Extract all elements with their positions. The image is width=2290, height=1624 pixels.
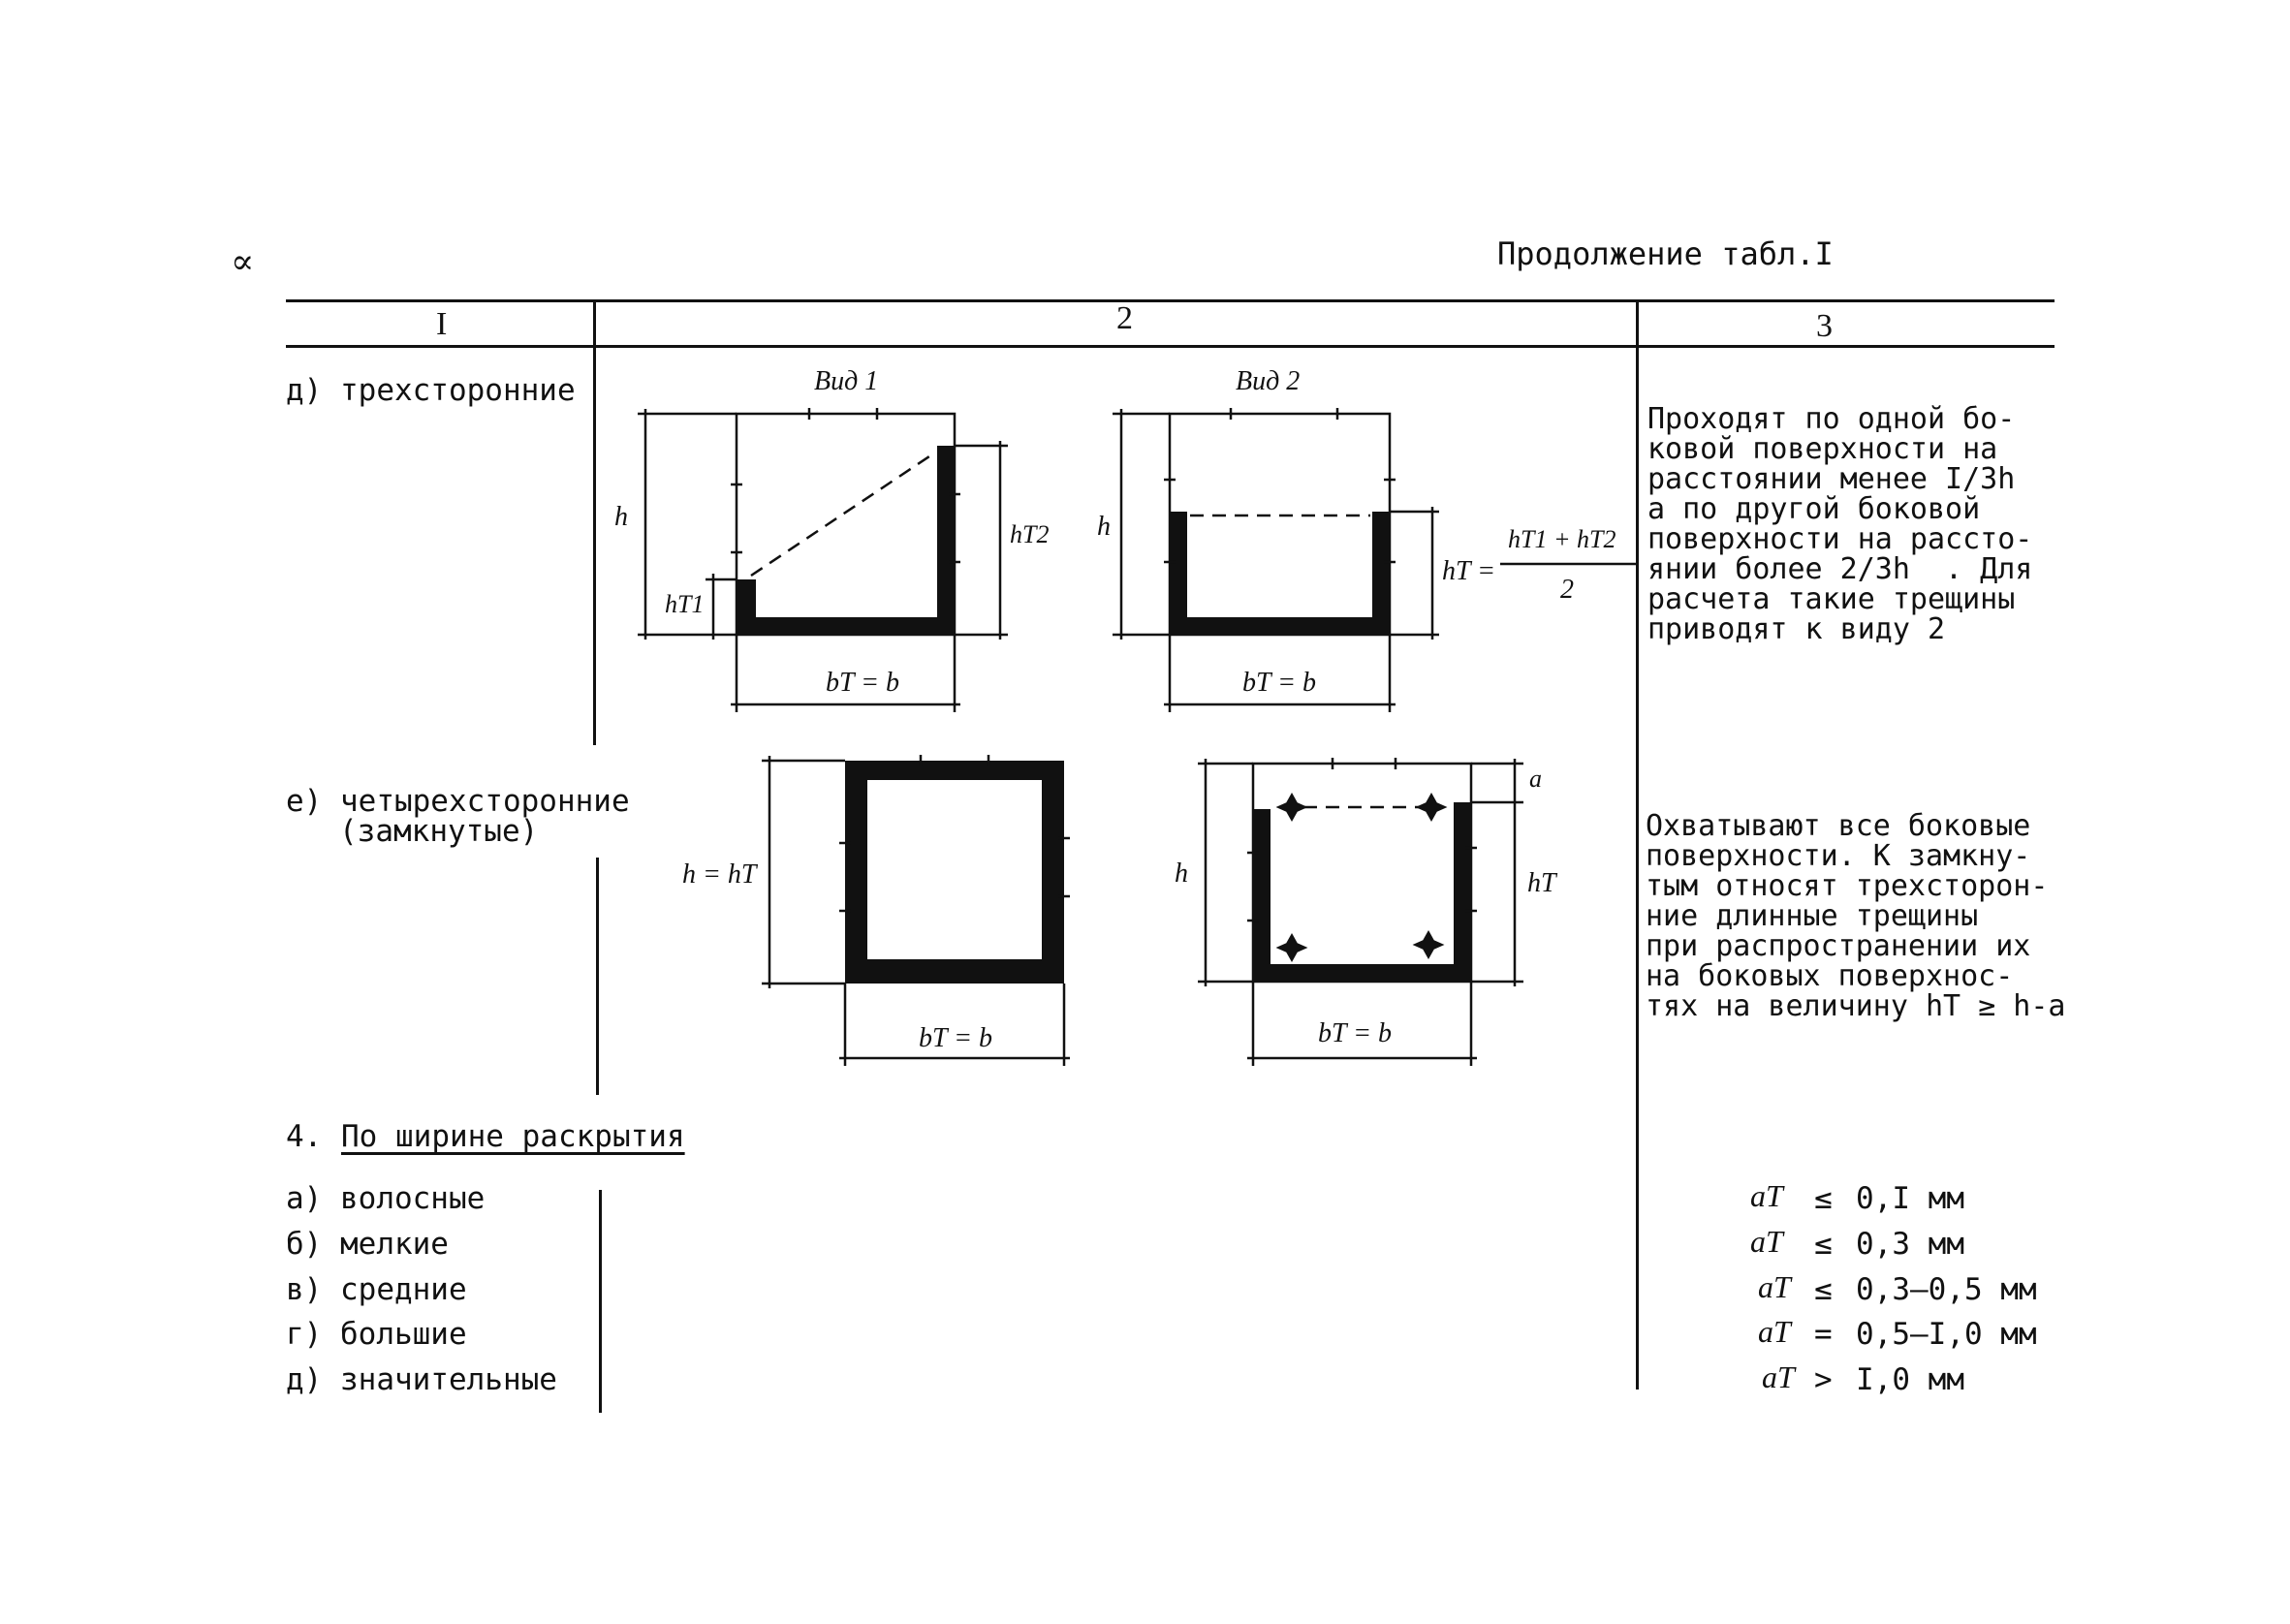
sec4-item-op: ≤	[1814, 1272, 1833, 1307]
view2-dim-b: bT = b	[1242, 668, 1316, 698]
view2-formula-numerator: hT1 + hT2	[1508, 525, 1616, 553]
page-mark: ∝	[231, 242, 255, 281]
row-d-desc-line: Проходят по одной бо-	[1647, 402, 2016, 436]
sec4-item-label: г) большие	[286, 1317, 467, 1352]
view1-diagram	[638, 408, 1008, 712]
section4-number: 4.	[286, 1119, 323, 1154]
row-e-desc-line: на боковых поверхнос-	[1646, 959, 2014, 993]
rebar-dim-hT: hT	[1527, 868, 1558, 898]
column-divider-1-row-e	[596, 858, 599, 1095]
column-header-1: I	[436, 306, 448, 342]
table-header-rule	[286, 345, 2055, 348]
sec4-item-op: ≤	[1814, 1181, 1833, 1216]
row-d-desc-line: поверхности на рассто-	[1647, 522, 2033, 556]
sec4-item-op: >	[1814, 1362, 1833, 1397]
sec4-item-symbol: aT	[1750, 1224, 1783, 1259]
frame-dim-h-eq-hT: h = hT	[682, 859, 759, 890]
row-d-label: д) трехсторонние	[286, 373, 576, 408]
rebar-frame-diagram	[1198, 758, 1523, 1066]
frame-dim-b: bT = b	[919, 1023, 992, 1053]
rebar-dim-a: a	[1529, 765, 1542, 793]
closed-frame-diagram	[762, 755, 1070, 1066]
row-e-desc-line: тях на величину hT ≥ h-a	[1646, 989, 2066, 1023]
sec4-item-symbol: aT	[1758, 1314, 1791, 1349]
sec4-item-symbol: aT	[1758, 1269, 1791, 1304]
view2-label: Вид 2	[1236, 366, 1300, 396]
column-header-2: 2	[1116, 300, 1133, 336]
view2-formula-denominator: 2	[1560, 575, 1574, 605]
sec4-item-symbol: aT	[1762, 1359, 1795, 1394]
view1-dim-hT1: hT1	[665, 590, 704, 618]
view1-label: Вид 1	[814, 366, 878, 396]
view1-dim-h: h	[614, 502, 628, 532]
rebar-icon	[1275, 792, 1308, 823]
column-divider-2	[1636, 299, 1639, 1390]
sec4-item-op: ≤	[1814, 1227, 1833, 1262]
sec4-item-value: 0,3 мм	[1856, 1227, 1964, 1262]
column-divider-1-header	[593, 299, 596, 745]
section4-title: По ширине раскрытия	[341, 1119, 685, 1154]
sec4-item-symbol: aT	[1750, 1178, 1783, 1213]
sec4-item-value: 0,5–I,0 мм	[1856, 1317, 2037, 1352]
sec4-item-value: I,0 мм	[1856, 1362, 1964, 1397]
row-d-desc-line: а по другой боковой	[1647, 492, 1981, 526]
row-e-label-line2: (замкнутые)	[339, 814, 539, 849]
table-top-rule	[286, 299, 2055, 302]
sec4-item-op: =	[1814, 1317, 1833, 1352]
column-divider-1-sec4	[599, 1190, 602, 1413]
rebar-icon	[1275, 932, 1308, 963]
rebar-icon	[1415, 792, 1448, 823]
row-e-desc-line: тым относят трехсторон-	[1646, 869, 2049, 903]
sec4-item-label: а) волосные	[286, 1181, 486, 1216]
view2-diagram	[1113, 408, 1638, 712]
row-e-description: Охватывают все боковые поверхности. К за…	[1646, 781, 2065, 1021]
row-d-desc-line: расстоянии менее I/3h	[1647, 462, 2016, 496]
sec4-item-label: б) мелкие	[286, 1227, 449, 1262]
row-e-desc-line: поверхности. К замкну-	[1646, 839, 2031, 873]
rebar-dim-h: h	[1175, 859, 1188, 889]
continuation-title: Продолжение табл.I	[1497, 235, 1834, 272]
view1-dim-b: bT = b	[826, 668, 899, 698]
row-d-desc-line: приводят к виду 2	[1647, 612, 1946, 646]
sec4-item-label: в) средние	[286, 1272, 467, 1307]
row-d-desc-line: ковой поверхности на	[1647, 432, 1998, 466]
sec4-item-value: 0,I мм	[1856, 1181, 1964, 1216]
row-d-description: Проходят по одной бо- ковой поверхности …	[1647, 374, 2032, 644]
sec4-item-value: 0,3–0,5 мм	[1856, 1272, 2037, 1307]
row-e-label-line1: е) четырехсторонние	[286, 784, 630, 819]
row-d-desc-line: янии более 2/3h . Для	[1647, 552, 2033, 586]
row-e-desc-line: ние длинные трещины	[1646, 899, 1979, 933]
view2-dim-h: h	[1097, 512, 1111, 542]
view2-dim-hT: hT =	[1442, 556, 1495, 586]
row-e-desc-line: при распространении их	[1646, 929, 2031, 963]
rebar-dim-b: bT = b	[1318, 1018, 1392, 1048]
column-header-3: 3	[1816, 308, 1833, 344]
rebar-icon	[1412, 929, 1445, 960]
row-d-desc-line: расчета такие трещины	[1647, 582, 2016, 616]
view1-dim-hT2: hT2	[1010, 520, 1049, 548]
sec4-item-label: д) значительные	[286, 1362, 557, 1397]
row-e-desc-line: Охватывают все боковые	[1646, 809, 2031, 843]
